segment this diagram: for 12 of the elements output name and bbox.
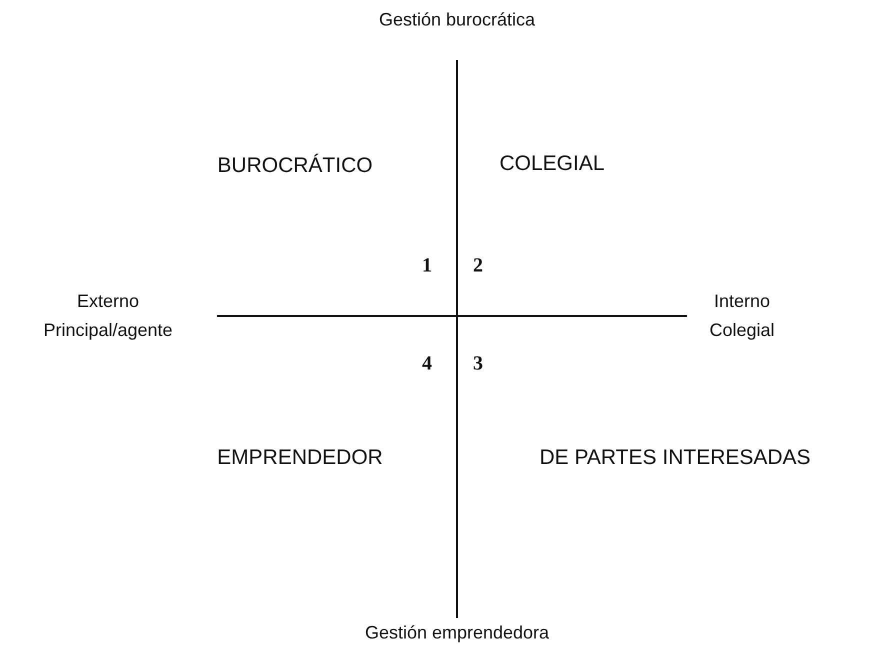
axis-label: Interno Colegial: [708, 290, 776, 342]
axis-label: Externo Principal/agente: [42, 290, 174, 342]
quadrant-label: COLEGIAL: [499, 152, 605, 176]
quadrant-number: 2: [473, 254, 483, 278]
axis-label: Gestión emprendedora: [364, 622, 550, 644]
quadrant-label: BUROCRÁTICO: [217, 154, 373, 178]
quadrant-label: DE PARTES INTERESADAS: [539, 446, 811, 470]
quadrant-number: 3: [473, 352, 483, 376]
quadrant-number: 4: [422, 352, 432, 376]
quadrant-label: EMPRENDEDOR: [217, 446, 383, 470]
quadrant-number: 1: [422, 254, 432, 278]
axis-label: Gestión burocrática: [378, 10, 536, 30]
